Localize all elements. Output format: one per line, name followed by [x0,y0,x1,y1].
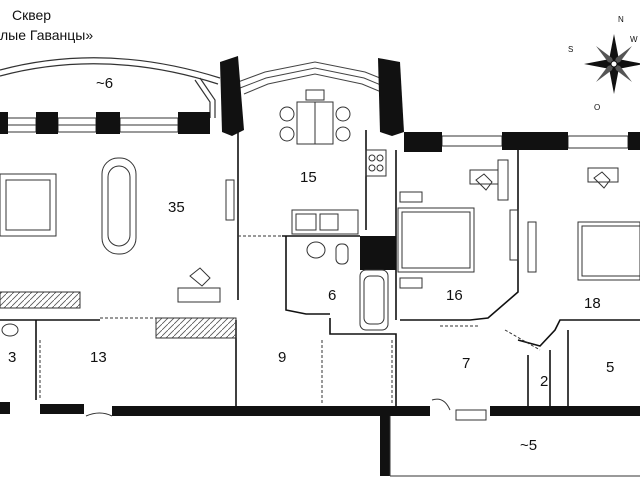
bedroom1-furniture [397,159,519,289]
wardrobe [0,291,237,339]
room-label-storage: 5 [606,359,614,376]
room-label-corridor: 7 [462,355,470,372]
room-label-bedroom1: 16 [446,287,463,304]
room-label-closet: 2 [540,373,548,390]
compass-s-label: S [568,45,573,54]
compass-w-label: W [630,35,638,44]
room-label-hall: 9 [278,349,286,366]
entrance [85,398,640,477]
interior-walls [0,130,640,406]
bath-fixtures [1,241,389,337]
living-furniture [0,157,235,303]
room-label-living: 35 [168,199,185,216]
kitchen-furniture [279,89,387,235]
compass-icon [584,34,640,94]
walls [0,56,640,476]
header-subtitle: лые Гаванцы» [0,27,93,43]
compass-n-label: N [618,15,624,24]
bay-window [237,61,391,95]
room-label-bath: 6 [328,287,336,304]
room-label-wc: 3 [8,349,16,366]
compass-o-label: O [594,103,600,112]
room-label-balcony: ~6 [96,75,113,92]
room-label-dressing: 13 [90,349,107,366]
room-label-kitchen: 15 [300,169,317,186]
header-title: Сквер [12,7,51,23]
doorways [39,235,541,404]
bedroom2-furniture [527,167,640,281]
room-label-bedroom2: 18 [584,295,601,312]
balcony [0,57,221,118]
room-label-terrace: ~5 [520,437,537,454]
